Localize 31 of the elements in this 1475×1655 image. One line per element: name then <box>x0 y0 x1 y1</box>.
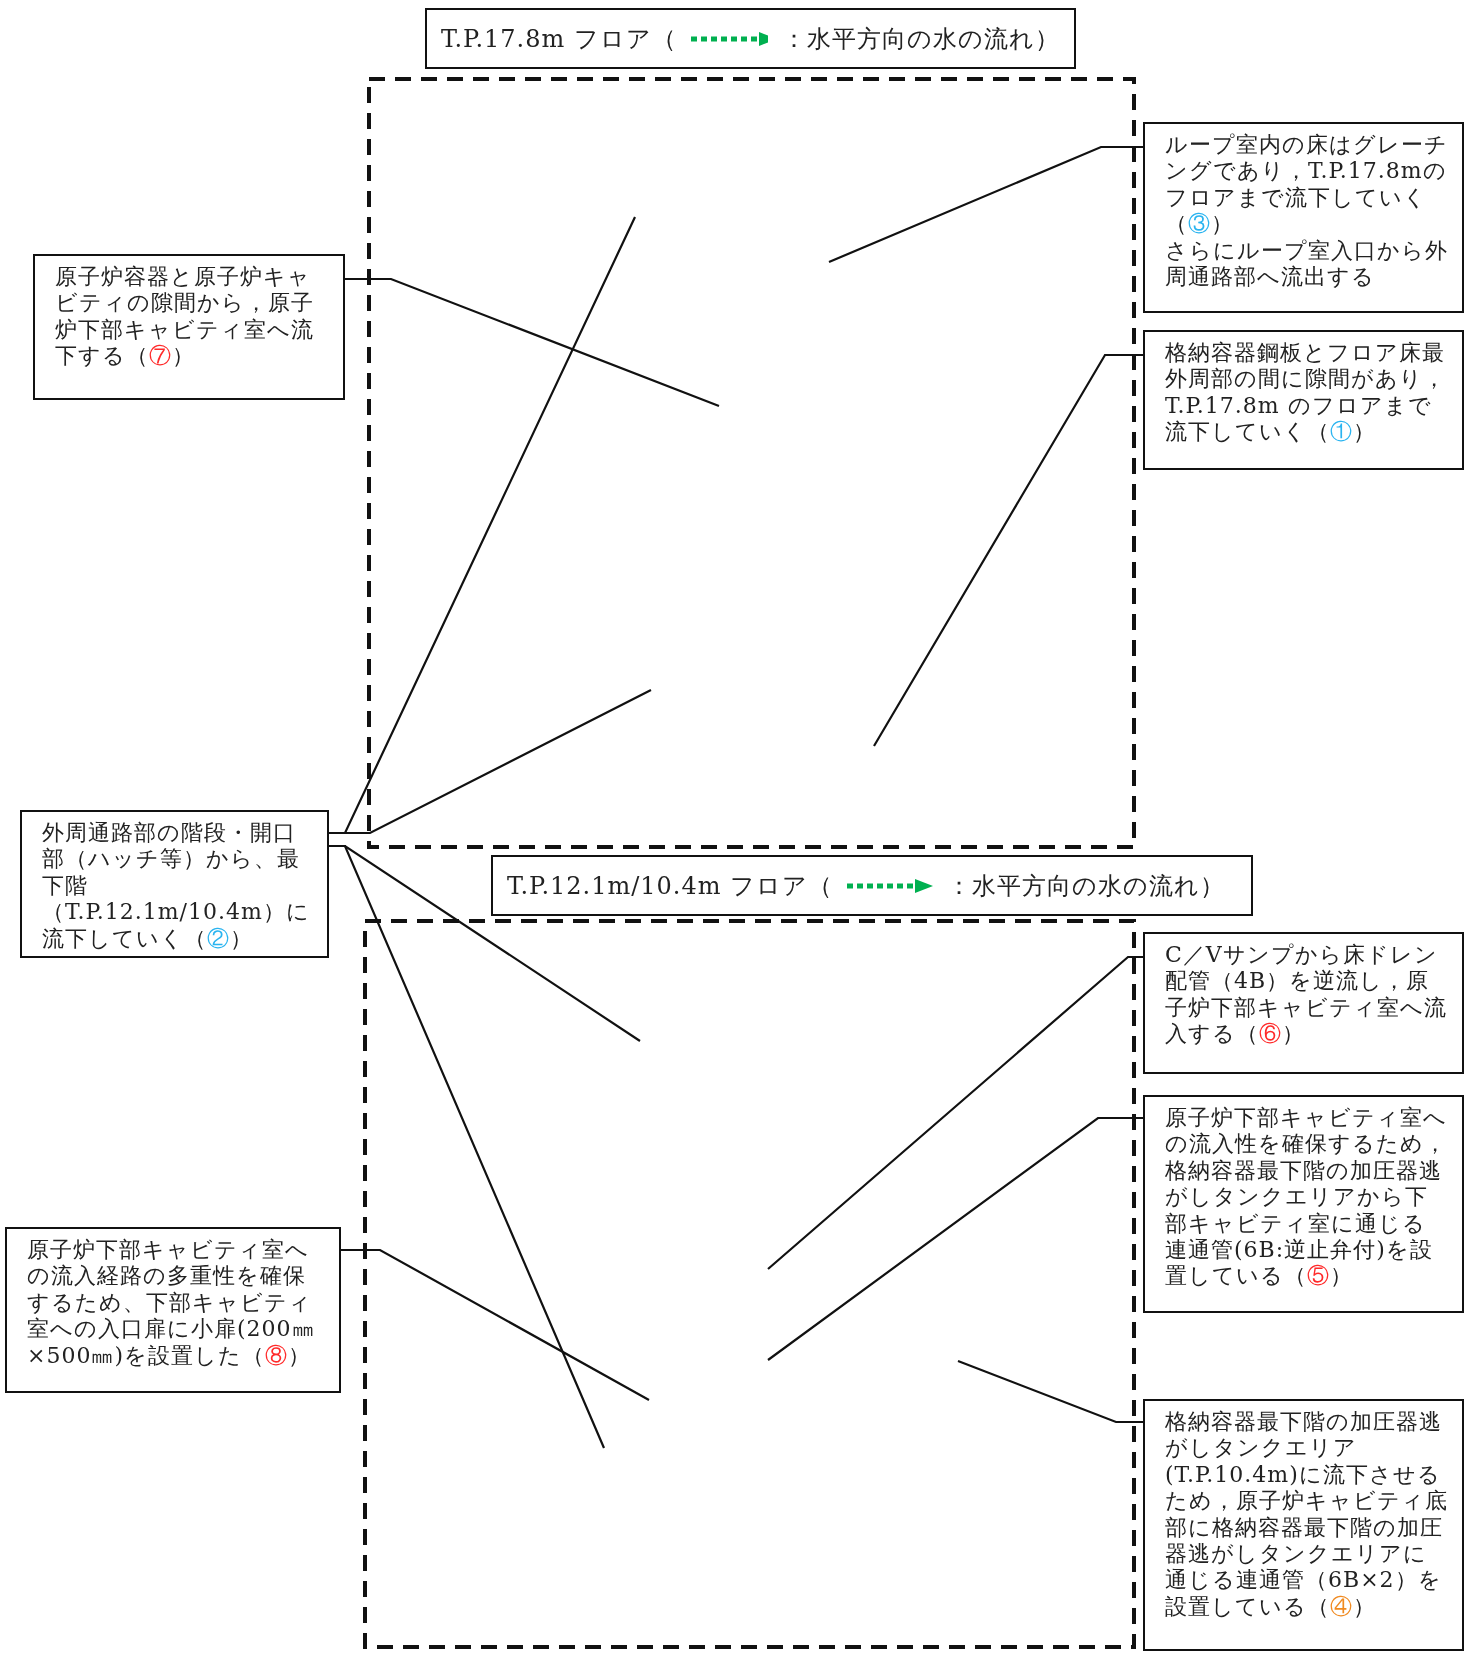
callout-text: 原子炉下部キャビティ室への流入性を確保するため，格納容器最下階の加圧器逃がしタンクエリアから下部キャビティ室に通じる連通管(6B:逆止弁付)を設置している（⑤） <box>1165 1105 1448 1290</box>
leader-line <box>767 955 1143 1270</box>
callout-text: ループ室内の床はグレーチングであり，T.P.17.8mのフロアまで流下していく（③） <box>1165 132 1448 238</box>
heading-text: T.P.17.8m フロア（ <box>441 23 677 55</box>
callout-box <box>33 254 345 400</box>
floor-heading-box <box>425 8 1076 69</box>
callout-text: 外周通路部の階段・開口部（ハッチ等）から、最下階（T.P.12.1m/10.4m）に流下していく（②） <box>42 820 311 952</box>
callout-box <box>1143 1399 1464 1651</box>
callout-box <box>20 810 329 958</box>
callout-text: C／Vサンプから床ドレン配管（4B）を逆流し，原子炉下部キャビティ室へ流入する（⑥） <box>1165 942 1448 1048</box>
callout-box <box>1143 330 1464 470</box>
heading-text: ：水平方向の水の流れ） <box>782 23 1060 55</box>
callout-box <box>1143 1095 1464 1313</box>
callout-box <box>5 1227 341 1393</box>
callout-text: 格納容器鋼板とフロア床最外周部の間に隙間があり，T.P.17.8m のフロアまで流下していく（①） <box>1165 340 1447 446</box>
leader-line <box>329 689 652 835</box>
callout-text: 原子炉下部キャビティ室への流入経路の多重性を確保するため、下部キャビティ室への入口扉に小扉(200㎜×500㎜)を設置した（⑧） <box>27 1237 316 1369</box>
callout-text: 格納容器最下階の加圧器逃がしタンクエリア(T.P.10.4m)に流下させるため，原子炉キャビティ底部に格納容器最下階の加圧器逃がしタンクエリアに通じる連通管（6B×2）を設置している（④） <box>1165 1409 1448 1621</box>
leader-line <box>345 277 720 408</box>
callout-box <box>1143 122 1464 313</box>
leader-line <box>957 1359 1143 1424</box>
leader-line <box>873 353 1143 747</box>
callout-text: 原子炉容器と原子炉キャビティの隙間から，原子炉下部キャビティ室へ流下する（⑦） <box>55 264 315 370</box>
heading-text: ：水平方向の水の流れ） <box>947 870 1226 902</box>
leader-line <box>767 1116 1143 1361</box>
leader-line <box>341 1248 650 1401</box>
callout-text: さらにループ室入口から外周通路部へ流出する <box>1165 237 1448 291</box>
floor-heading-box <box>491 855 1253 916</box>
heading-text: T.P.12.1m/10.4m フロア（ <box>507 870 834 902</box>
leader-line <box>828 145 1143 263</box>
callout-box <box>1143 932 1464 1074</box>
